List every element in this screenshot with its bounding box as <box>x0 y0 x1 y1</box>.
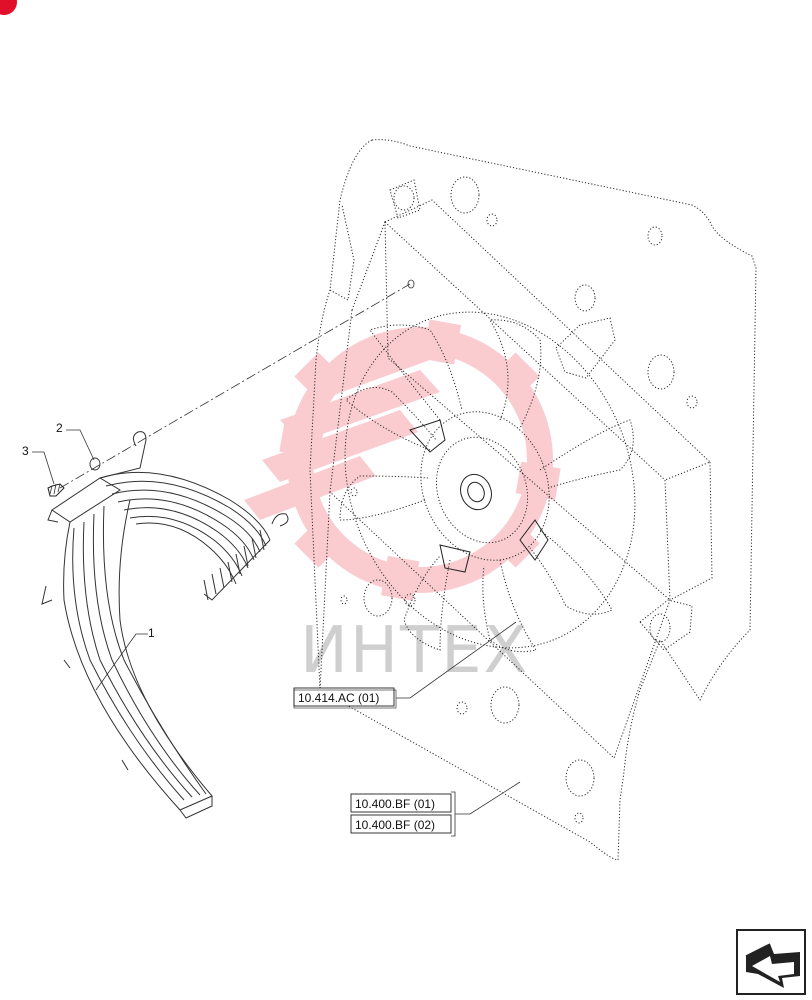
ref-link-10-414-ac[interactable]: 10.414.AC (01) <box>293 687 397 709</box>
fan-guard <box>41 431 289 819</box>
callout-label-3: 3 <box>22 444 29 458</box>
ref-label-10-414-ac-01: 10.414.AC (01) <box>298 691 379 705</box>
callout-leader-1 <box>95 633 148 691</box>
fan-assembly <box>339 311 636 653</box>
watermark-logo <box>244 319 561 601</box>
watermark-text: ИНТЕХ <box>300 614 529 688</box>
assembly-axis-line <box>59 283 411 489</box>
ref-leader-10-414-ac <box>396 621 517 699</box>
ref-label-10-400-bf-01: 10.400.BF (01) <box>355 797 435 811</box>
washer <box>89 457 101 471</box>
ref-label-10-400-bf-02: 10.400.BF (02) <box>355 818 435 832</box>
ref-link-10-400-bf-01[interactable]: 10.400.BF (01) <box>350 793 452 813</box>
fan-shroud-plate <box>309 139 757 861</box>
next-page-arrow-icon[interactable] <box>736 929 806 995</box>
ref-bracket <box>451 781 521 837</box>
corner-badge <box>0 0 17 15</box>
callout-leader-2 <box>66 429 95 461</box>
bolt <box>47 483 65 497</box>
mount-hole <box>407 279 415 289</box>
callout-leader-3 <box>32 451 55 485</box>
callout-label-1: 1 <box>148 626 155 640</box>
ref-link-10-400-bf-02[interactable]: 10.400.BF (02) <box>350 814 452 834</box>
callout-label-2: 2 <box>56 421 63 435</box>
